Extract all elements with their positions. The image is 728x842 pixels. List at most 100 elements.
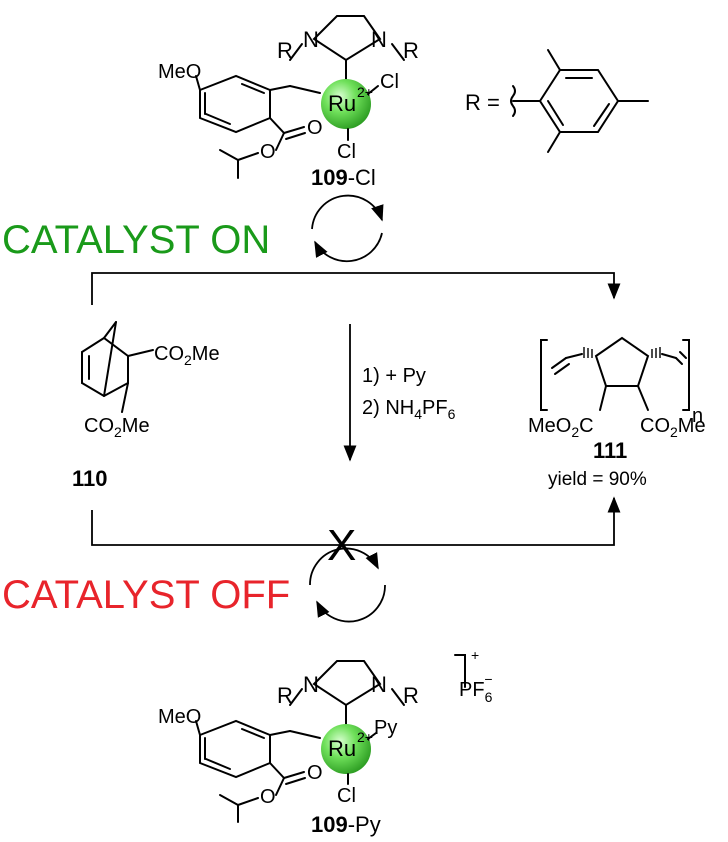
ru-label-py: Ru [328, 736, 356, 761]
benzylidene-ch-bond [269, 85, 291, 91]
condition-step-2: 2) NH4PF6 [362, 397, 456, 422]
cycle-arrow-bottom-on [314, 232, 383, 263]
n-right-label: N [371, 27, 387, 52]
n-left-label: N [303, 27, 319, 52]
n-r-bond-right-py [391, 688, 405, 706]
n-left-label-py: N [303, 672, 319, 697]
ester-bond [269, 117, 285, 134]
ester-right-bond [637, 385, 649, 411]
r-group-definition: R = [465, 49, 649, 153]
nhc-ring [312, 15, 382, 62]
benzylidene-ring-py [199, 719, 271, 779]
r-equals-label: R = [465, 90, 500, 115]
meo-label: MeO [158, 61, 201, 83]
mesityl-ring [538, 69, 620, 133]
pf6-label: PF6− [459, 671, 493, 705]
catalyst-109-py: R N N R + PF6− MeO O O Ru 2+ Py Cl 109-P… [158, 647, 493, 837]
plus-label: + [471, 647, 479, 663]
isopropyl-me1 [219, 149, 239, 161]
isopropyl-bond [237, 152, 259, 161]
carbonyl-o-label-py: O [307, 762, 323, 784]
carbonyl-o-label: O [307, 117, 323, 139]
ester-bond-py [269, 762, 285, 779]
mesityl-double-2 [593, 103, 610, 127]
ru-carbene-bond [289, 85, 321, 94]
cyclopentane-ring [594, 336, 650, 387]
polymer-111: n MeO2C CO2Me 111 yield = 90% [528, 336, 706, 490]
on-pathway-arrow [91, 272, 621, 305]
mesityl-double-3 [547, 100, 564, 126]
catalyst-off-label: CATALYST OFF [2, 573, 290, 617]
nhc-ring-py [312, 660, 382, 707]
cycle-arrow-bottom-off [316, 584, 386, 623]
ru-charge: 2+ [357, 84, 373, 100]
label-number: 109 [311, 165, 348, 190]
ru-label: Ru [328, 91, 356, 116]
condition-step-1: 1) + Py [362, 365, 426, 387]
compound-label-111: 111 [593, 438, 627, 463]
aromatic-double-1-py [241, 728, 265, 739]
ester-bottom-bond [121, 382, 129, 413]
vinylene-right-a [675, 357, 683, 365]
carbonyl-bond-b [285, 132, 306, 140]
ru-carbene-bond-py [289, 730, 321, 739]
repeat-n: n [692, 405, 703, 427]
meo-bond-py [195, 720, 201, 736]
catalyst-109-cl: R N N R MeO O O Ru 2+ Cl Cl 109-Cl [158, 15, 419, 190]
bridge-bond-1 [103, 321, 117, 339]
meo-label-py: MeO [158, 706, 201, 728]
r-right-label: R [403, 38, 419, 63]
r-right-label-py: R [403, 683, 419, 708]
aromatic-double-1 [241, 83, 265, 94]
ru-sphere-py [321, 724, 371, 774]
vinylene-right-link [661, 353, 677, 359]
n-r-bond-left-py [289, 688, 303, 706]
co2me-bottom-label: CO2Me [84, 415, 150, 440]
n-r-bond-left [289, 43, 303, 61]
catalyst-on-cycle [311, 194, 384, 263]
carbonyl-bond-b-py [285, 777, 306, 785]
compound-label-109-py: 109-Py [311, 812, 381, 837]
aromatic-double-2 [205, 113, 231, 125]
label-number-py: 109 [311, 812, 348, 837]
bracket-right [682, 339, 690, 411]
aromatic-double-2-py [205, 758, 231, 770]
cycle-arrow-top-on [311, 194, 384, 230]
cl-label-py: Cl [337, 785, 356, 807]
cl-top-label: Cl [380, 71, 399, 93]
isopropyl-me1-py [219, 794, 239, 806]
catalyst-on-label: CATALYST ON [2, 218, 270, 262]
py-label: Py [374, 717, 397, 739]
co2me-top-label: CO2Me [154, 343, 220, 368]
ru-sphere [321, 79, 371, 129]
ru-py-bond [367, 732, 377, 740]
n-right-label-py: N [371, 672, 387, 697]
n-r-bond-right [391, 43, 405, 61]
ether-o-label: O [260, 141, 276, 163]
norbornene-frame [81, 336, 129, 398]
compound-label-110: 110 [72, 466, 108, 491]
meo2c-label: MeO2C [528, 415, 594, 440]
ortho-methyl-top [547, 49, 561, 71]
label-suffix-py: -Py [348, 812, 381, 837]
label-suffix: -Cl [348, 165, 376, 190]
vinylene-left-a [551, 357, 567, 369]
bracket-left [540, 339, 548, 411]
off-pathway-arrow [91, 496, 621, 546]
vinylene-right-b [679, 351, 687, 359]
carbonyl-bond-a [283, 126, 305, 134]
catalyst-off-cycle [309, 547, 386, 623]
ester-top-bond [127, 349, 154, 357]
r-left-label: R [277, 38, 293, 63]
cycle-arrow-top-off [309, 547, 379, 586]
cl-bottom-label: Cl [337, 141, 356, 163]
vinylene-left-link [565, 353, 583, 359]
compound-label-109-cl: 109-Cl [311, 165, 376, 190]
benzylidene-ring [199, 74, 271, 134]
wavy-attachment-bond [510, 85, 516, 117]
meo-bond [195, 75, 201, 91]
monomer-110: CO2Me CO2Me 110 [72, 321, 220, 491]
benzylidene-ch-bond-py [269, 730, 291, 736]
ether-o-label-py: O [260, 786, 276, 808]
